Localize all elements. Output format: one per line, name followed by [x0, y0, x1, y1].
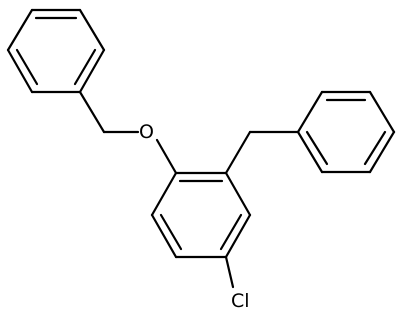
bond	[15, 48, 39, 86]
central-ring	[150, 171, 252, 259]
bond	[78, 48, 106, 94]
bond	[224, 171, 252, 217]
bond	[363, 130, 387, 166]
bond	[368, 130, 396, 174]
bond	[6, 8, 34, 52]
bond	[73, 48, 97, 86]
bond	[305, 130, 329, 166]
bond	[296, 90, 324, 134]
bond	[296, 130, 324, 174]
bond	[219, 213, 243, 251]
bond	[155, 138, 178, 175]
bond	[224, 130, 252, 175]
chlorine-atom-label: Cl	[231, 290, 250, 312]
bond	[78, 90, 106, 134]
benzyl-ring-top-left	[6, 8, 106, 94]
oxygen-atom-label: O	[139, 121, 154, 143]
bond	[6, 48, 34, 94]
bond	[150, 171, 178, 217]
benzyl-ring-right	[296, 90, 396, 174]
bond	[150, 213, 178, 259]
bond	[368, 90, 396, 134]
bond	[224, 213, 252, 259]
bond	[159, 213, 183, 251]
bond	[78, 8, 106, 52]
bond	[224, 255, 235, 289]
